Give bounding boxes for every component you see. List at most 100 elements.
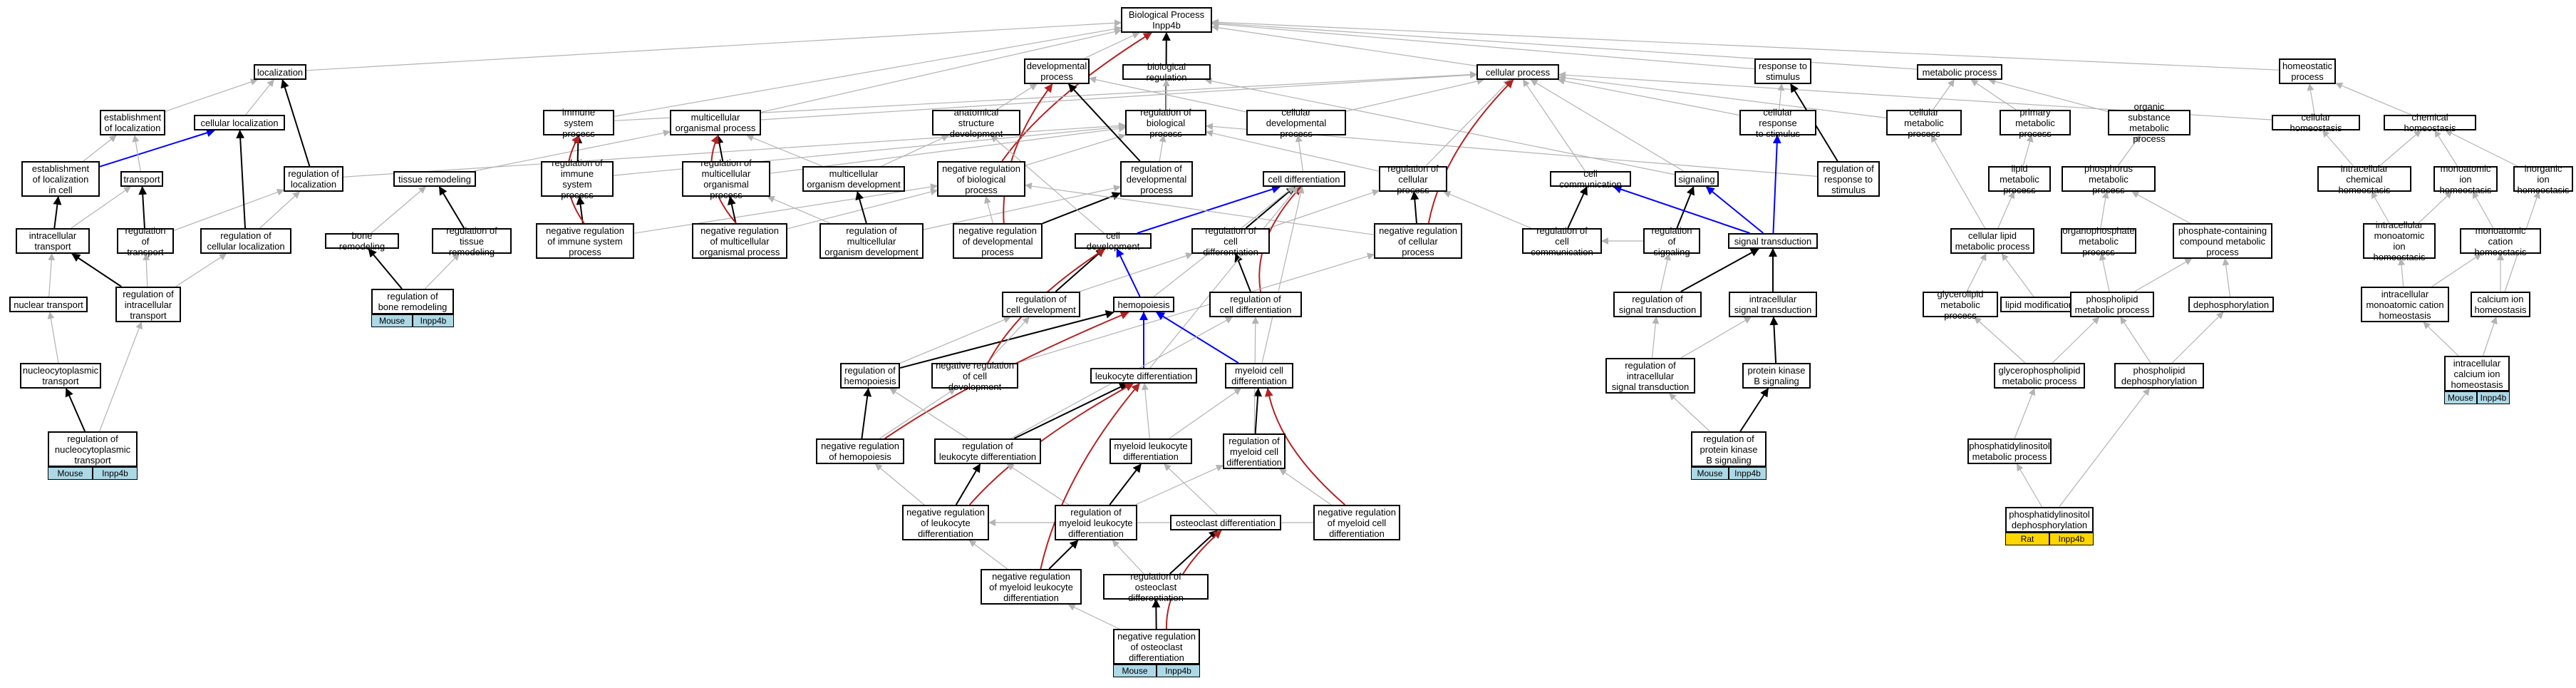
go-term-transport[interactable]: transport	[120, 171, 163, 187]
go-term-reg-intra-sig[interactable]: regulation of intracellular signal trans…	[1605, 358, 1695, 394]
go-term-reg-multi-dev[interactable]: regulation of multicellular organism dev…	[819, 223, 924, 259]
go-term-leuk-diff[interactable]: leukocyte differentiation	[1090, 368, 1197, 384]
go-term-neg-reg-bio[interactable]: negative regulation of biological proces…	[937, 161, 1025, 197]
go-term-cell-diff[interactable]: cell differentiation	[1263, 171, 1345, 187]
go-term-reg-osteo[interactable]: regulation of osteoclast differentiation	[1103, 571, 1209, 603]
go-term-reg-cell-diff2[interactable]: regulation of cell differentiation	[1209, 292, 1302, 317]
go-term-reg-bone[interactable]: regulation of bone remodeling	[371, 289, 454, 314]
go-term-osteo-diff[interactable]: osteoclast differentiation	[1170, 515, 1281, 530]
go-term-dev-proc[interactable]: developmental process	[1024, 58, 1090, 84]
go-term-signaling[interactable]: signaling	[1675, 171, 1719, 187]
go-term-reg-myel-leuk[interactable]: regulation of myeloid leukocyte differen…	[1055, 505, 1137, 540]
go-term-reg-cell-proc[interactable]: regulation of cellular process	[1379, 163, 1447, 195]
go-term-localization[interactable]: localization	[254, 64, 306, 80]
go-term-reg-cell-diff[interactable]: regulation of cell differentiation	[1191, 225, 1270, 257]
go-term-resp-stim[interactable]: response to stimulus	[1754, 58, 1811, 84]
go-term-phos-compound[interactable]: phosphate-containing compound metabolic …	[2173, 223, 2272, 259]
go-term-sig-trans[interactable]: signal transduction	[1728, 233, 1818, 249]
go-term-inorg-homeo[interactable]: inorganic ion homeostasis	[2513, 163, 2573, 195]
go-term-homeo[interactable]: homeostatic process	[2279, 58, 2336, 84]
go-term-intra-mono-cat[interactable]: intracellular monoatomic cation homeosta…	[2361, 287, 2449, 322]
go-term-bp[interactable]: Biological Process Inpp4b	[1121, 7, 1212, 33]
go-term-cell-comm[interactable]: cell communication	[1550, 168, 1631, 190]
go-term-phos-dephos[interactable]: phospholipid dephosphorylation	[2114, 363, 2204, 389]
go-term-nucleocyto[interactable]: nucleocytoplasmic transport	[20, 363, 101, 389]
go-term-reg-nucleocyto[interactable]: regulation of nucleocytoplasmic transpor…	[48, 431, 138, 467]
go-term-pi-dephos[interactable]: phosphatidylinositol dephosphorylation	[2005, 507, 2094, 533]
go-term-phospholipid[interactable]: phospholipid metabolic process	[2070, 292, 2154, 317]
go-term-neg-reg-myel[interactable]: negative regulation of myeloid cell diff…	[1313, 505, 1400, 540]
go-term-multi-org[interactable]: multicellular organismal process	[670, 110, 761, 135]
go-term-phosphatidylinositol[interactable]: phosphatidylinositol metabolic process	[1967, 438, 2052, 464]
go-term-reg-leuk[interactable]: regulation of leukocyte differentiation	[934, 438, 1041, 464]
go-term-est-loc[interactable]: establishment of localization	[100, 110, 165, 135]
go-term-chem-homeo[interactable]: chemical homeostasis	[2384, 112, 2476, 133]
go-term-cell-dev-proc[interactable]: cellular developmental process	[1246, 107, 1346, 139]
go-term-reg-intra-trans[interactable]: regulation of intracellular transport	[115, 287, 181, 322]
go-term-cell-devt[interactable]: cell development	[1075, 230, 1152, 252]
go-term-reg-sig-trans[interactable]: regulation of signal transduction	[1613, 292, 1702, 317]
go-term-myeloid-diff[interactable]: myeloid cell differentiation	[1225, 363, 1293, 389]
go-term-est-loc-cell[interactable]: establishment of localization in cell	[21, 161, 100, 197]
go-term-pkb[interactable]: protein kinase B signaling	[1742, 363, 1811, 389]
go-term-cell-homeo[interactable]: cellular homeostasis	[2272, 112, 2360, 133]
go-term-neg-reg-myel-leuk[interactable]: negative regulation of myeloid leukocyte…	[981, 569, 1082, 605]
go-term-reg-multi[interactable]: regulation of multicellular organismal p…	[682, 158, 770, 200]
go-term-reg-imm[interactable]: regulation of immune system process	[541, 158, 614, 200]
go-term-nuc-trans[interactable]: nuclear transport	[9, 297, 88, 312]
go-term-neg-reg-osteo[interactable]: negative regulation of osteoclast differ…	[1113, 629, 1200, 664]
go-term-neg-reg-dev[interactable]: negative regulation of developmental pro…	[953, 223, 1043, 259]
go-term-reg-tissue[interactable]: regulation of tissue remodeling	[432, 225, 512, 257]
go-term-intra-sig[interactable]: intracellular signal transduction	[1729, 292, 1817, 317]
go-term-cell-resp[interactable]: cellular response to stimulus	[1739, 107, 1816, 139]
go-term-cell-lipid[interactable]: cellular lipid metabolic process	[1950, 228, 2034, 254]
go-term-reg-signaling[interactable]: regulation of signaling	[1643, 225, 1700, 257]
go-term-multi-dev[interactable]: multicellular organism development	[802, 166, 905, 192]
go-term-hemo[interactable]: hemopoiesis	[1113, 297, 1174, 312]
go-term-bone-rem[interactable]: bone remodeling	[325, 230, 399, 252]
go-term-tissue-rem[interactable]: tissue remodeling	[393, 171, 476, 187]
go-term-phos-metab[interactable]: phosphorus metabolic process	[2062, 163, 2156, 195]
go-term-metab[interactable]: metabolic process	[1917, 64, 2002, 80]
go-term-reg-loc[interactable]: regulation of localization	[284, 166, 343, 192]
go-term-reg-myel[interactable]: regulation of myeloid cell differentiati…	[1223, 433, 1286, 469]
go-term-cell-proc[interactable]: cellular process	[1476, 64, 1559, 80]
go-term-neg-reg-cell-dev[interactable]: negative regulation of cell development	[931, 360, 1018, 392]
go-term-reg-hemo[interactable]: regulation of hemopoiesis	[840, 363, 900, 389]
go-term-cell-loc[interactable]: cellular localization	[194, 115, 285, 130]
go-term-mono-cation[interactable]: monoatomic cation homeostasis	[2460, 225, 2541, 257]
go-term-lipid-mod[interactable]: lipid modification	[2000, 297, 2079, 312]
go-term-neg-reg-hemo[interactable]: negative regulation of hemopoiesis	[816, 438, 904, 464]
go-term-cell-metab[interactable]: cellular metabolic process	[1886, 107, 1962, 139]
go-term-intra-ca[interactable]: intracellular calcium ion homeostasis	[2444, 356, 2510, 391]
go-term-neg-reg-leuk[interactable]: negative regulation of leukocyte differe…	[902, 505, 989, 540]
go-term-myel-leuk[interactable]: myeloid leukocyte differentiation	[1109, 438, 1192, 464]
go-term-reg-cell-devt[interactable]: regulation of cell development	[1002, 292, 1080, 317]
go-term-calcium[interactable]: calcium ion homeostasis	[2471, 292, 2530, 317]
go-term-reg-dev[interactable]: regulation of developmental process	[1120, 161, 1193, 197]
go-term-reg-trans[interactable]: regulation of transport	[117, 225, 174, 257]
go-term-reg-pkb[interactable]: regulation of protein kinase B signaling	[1691, 431, 1767, 467]
go-term-org-sub[interactable]: organic substance metabolic process	[2108, 101, 2190, 144]
go-term-reg-cell-comm[interactable]: regulation of cell communication	[1522, 225, 1602, 257]
go-term-glycerolipid[interactable]: glycerolipid metabolic process	[1923, 289, 1998, 321]
go-term-intra-mono[interactable]: intracellular monoatomic ion homeostasis	[2363, 220, 2436, 262]
go-term-intra-chem[interactable]: intracellular chemical homeostasis	[2317, 163, 2411, 195]
go-term-neg-reg-imm[interactable]: negative regulation of immune system pro…	[536, 223, 634, 259]
go-term-reg-resp[interactable]: regulation of response to stimulus	[1817, 161, 1880, 197]
go-term-reg-cell-loc[interactable]: regulation of cellular localization	[200, 228, 291, 254]
go-term-intra-trans[interactable]: intracellular transport	[16, 228, 90, 254]
go-term-anat-dev[interactable]: anatomical structure development	[932, 107, 1020, 139]
go-term-glycerophos[interactable]: glycerophospholipid metabolic process	[1994, 363, 2085, 389]
go-term-neg-reg-cell-proc[interactable]: negative regulation of cellular process	[1374, 223, 1462, 259]
go-term-mono-homeo[interactable]: monoatomic ion homeostasis	[2433, 163, 2498, 195]
go-term-reg-bio[interactable]: regulation of biological process	[1125, 107, 1206, 139]
go-term-lipid-metab[interactable]: lipid metabolic process	[1988, 163, 2051, 195]
go-term-bio-reg[interactable]: biological regulation	[1122, 61, 1211, 83]
go-term-organophos[interactable]: organophosphate metabolic process	[2061, 225, 2136, 257]
go-term-neg-reg-multi[interactable]: negative regulation of multicellular org…	[692, 223, 787, 259]
go-term-prim-metab[interactable]: primary metabolic process	[2000, 107, 2071, 139]
go-term-dephos[interactable]: dephosphorylation	[2188, 297, 2274, 312]
edge-reg_leuk-to-leuk_diff	[1013, 383, 1129, 439]
go-term-imm-sys[interactable]: immune system process	[543, 107, 614, 139]
